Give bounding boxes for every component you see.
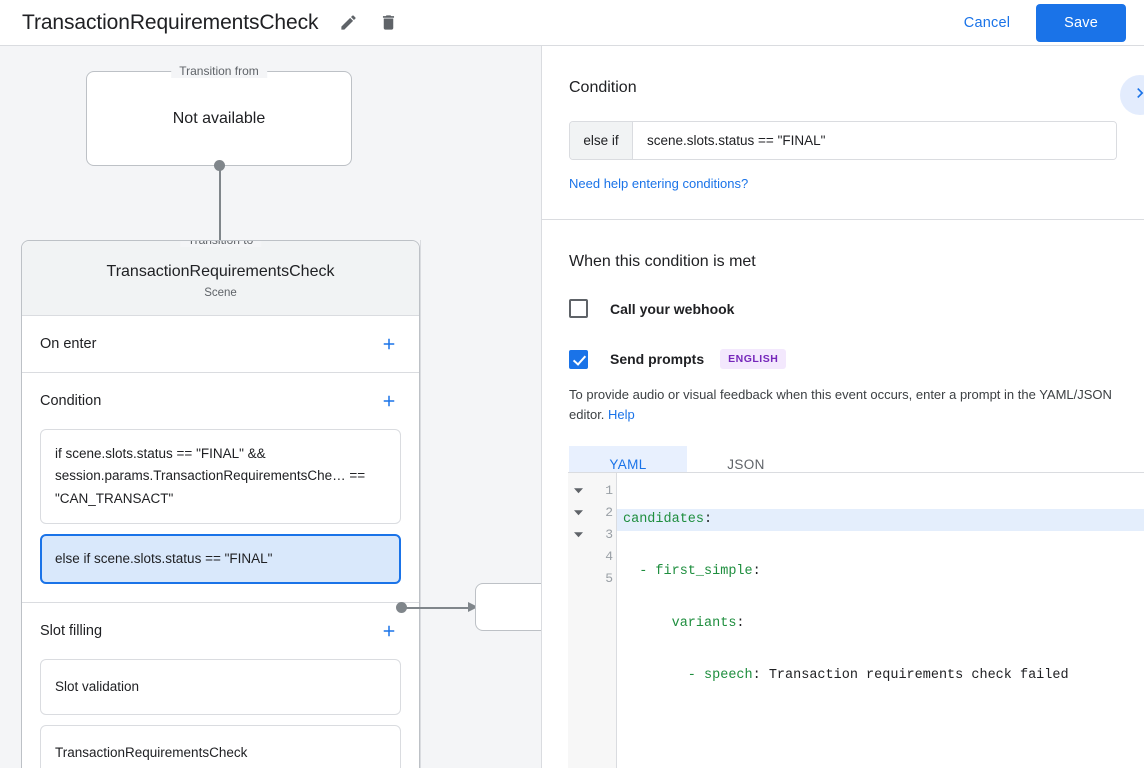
plus-icon xyxy=(380,622,398,640)
trash-icon xyxy=(379,13,398,32)
line-number: 3 xyxy=(605,526,613,542)
send-prompts-label: Send prompts xyxy=(610,351,705,367)
transition-to-card[interactable]: Transition to TransactionRequirementsChe… xyxy=(21,240,420,768)
line-number: 2 xyxy=(605,504,613,520)
line-number: 4 xyxy=(605,548,613,564)
edit-name-button[interactable] xyxy=(334,9,362,37)
page-title: TransactionRequirementsCheck xyxy=(22,10,319,34)
send-prompts-checkbox-row[interactable]: Send prompts ENGLISH xyxy=(569,349,1117,369)
condition-prefix-label: else if xyxy=(570,122,633,159)
add-slot-filling-button[interactable] xyxy=(377,619,401,643)
connector-dot-top xyxy=(214,160,225,171)
save-button[interactable]: Save xyxy=(1036,3,1126,42)
section-title-on-enter: On enter xyxy=(40,336,97,352)
transition-from-card[interactable]: Transition from Not available xyxy=(86,64,352,166)
tab-json[interactable]: JSON xyxy=(727,456,765,472)
condition-expression-input[interactable] xyxy=(633,122,1116,159)
line-number: 1 xyxy=(605,482,613,498)
send-prompts-checkbox[interactable] xyxy=(569,349,588,369)
section-condition: Condition if scene.slots.status == "FINA… xyxy=(22,373,419,604)
fold-arrow-icon[interactable] xyxy=(568,486,588,495)
cancel-button[interactable]: Cancel xyxy=(950,7,1024,39)
add-condition-button[interactable] xyxy=(377,389,401,413)
chevron-right-icon xyxy=(1130,83,1144,108)
pencil-icon xyxy=(339,13,358,32)
condition-list: if scene.slots.status == "FINAL" && sess… xyxy=(40,429,401,602)
scene-type: Scene xyxy=(204,287,237,299)
panel-condition-heading: Condition xyxy=(569,79,637,96)
code-line[interactable]: - first_simple: xyxy=(617,561,1144,583)
editor-gutter: 1 2 3 4 5 xyxy=(568,473,617,768)
condition-input-row[interactable]: else if xyxy=(569,121,1117,160)
list-item[interactable]: TransactionRequirementsCheck xyxy=(40,725,401,768)
code-rest: : xyxy=(704,512,713,527)
webhook-checkbox-row[interactable]: Call your webhook xyxy=(569,299,1117,318)
code-line[interactable]: variants: xyxy=(617,613,1144,635)
transition-from-value: Not available xyxy=(172,109,266,127)
description-text: To provide audio or visual feedback when… xyxy=(569,387,1112,422)
transition-graph-canvas[interactable]: Transition from Not available Transition… xyxy=(0,46,541,768)
delete-button[interactable] xyxy=(374,9,402,37)
code-key: first_simple xyxy=(655,564,753,579)
transition-to-legend: Transition to xyxy=(179,241,262,247)
code-line[interactable]: candidates: xyxy=(617,509,1144,531)
gutter-line: 1 xyxy=(568,479,616,501)
line-number: 5 xyxy=(605,570,613,586)
fold-arrow-icon[interactable] xyxy=(568,508,588,517)
connector-dot-out xyxy=(396,602,407,613)
code-rest: : xyxy=(736,616,745,631)
section-header-on-enter: On enter xyxy=(40,316,401,372)
webhook-checkbox[interactable] xyxy=(569,299,588,318)
code-key: speech xyxy=(704,668,753,683)
section-title-condition: Condition xyxy=(40,393,102,409)
gutter-line: 4 xyxy=(568,545,616,567)
list-item[interactable]: Slot validation xyxy=(40,659,401,716)
code-indent xyxy=(623,616,672,631)
connector-line-vertical xyxy=(219,166,221,244)
panel-when-met-section: When this condition is met Call your web… xyxy=(542,220,1144,482)
slot-filling-list: Slot validation TransactionRequirementsC… xyxy=(40,659,401,768)
code-line[interactable] xyxy=(617,717,1144,739)
section-header-condition: Condition xyxy=(40,373,401,429)
yaml-editor[interactable]: 1 2 3 4 5 candidates: - first_simple: va… xyxy=(568,472,1144,768)
code-indent: - xyxy=(623,668,705,683)
code-rest: : xyxy=(752,564,761,579)
plus-icon xyxy=(380,335,398,353)
fold-arrow-icon[interactable] xyxy=(568,530,588,539)
add-on-enter-button[interactable] xyxy=(377,332,401,356)
next-node-card[interactable] xyxy=(475,583,541,631)
connector-line-horizontal xyxy=(406,607,470,609)
webhook-label: Call your webhook xyxy=(610,300,735,317)
list-item-selected[interactable]: else if scene.slots.status == "FINAL" xyxy=(40,533,401,585)
panel-condition-section: Condition else if Need help entering con… xyxy=(542,46,1144,220)
section-title-slot-filling: Slot filling xyxy=(40,623,103,640)
section-slot-filling: Slot filling Slot validation Transaction… xyxy=(22,603,419,768)
plus-icon xyxy=(380,392,398,410)
condition-help-link[interactable]: Need help entering conditions? xyxy=(569,176,749,191)
section-on-enter: On enter xyxy=(22,316,419,373)
code-indent: - xyxy=(623,564,656,579)
when-met-heading: When this condition is met xyxy=(569,253,756,270)
connector-arrow-right xyxy=(468,602,478,612)
graph-vertical-guide xyxy=(420,240,421,768)
code-key: variants xyxy=(671,616,737,631)
section-header-slot-filling: Slot filling xyxy=(40,603,401,659)
scene-name: TransactionRequirementsCheck xyxy=(106,263,335,280)
gutter-line: 5 xyxy=(568,567,616,589)
send-prompts-description: To provide audio or visual feedback when… xyxy=(569,385,1117,424)
code-key: candidates xyxy=(623,512,705,527)
gutter-line: 3 xyxy=(568,523,616,545)
editor-code-area[interactable]: candidates: - first_simple: variants: - … xyxy=(617,473,1144,768)
transition-to-header: TransactionRequirementsCheck Scene xyxy=(22,241,419,316)
code-rest: : Transaction requirements check failed xyxy=(752,668,1069,683)
gutter-line: 2 xyxy=(568,501,616,523)
code-line[interactable]: - speech: Transaction requirements check… xyxy=(617,665,1144,687)
list-item[interactable]: if scene.slots.status == "FINAL" && sess… xyxy=(40,429,401,524)
top-app-bar: TransactionRequirementsCheck Cancel Save xyxy=(0,0,1144,46)
language-badge: ENGLISH xyxy=(720,349,787,369)
help-link[interactable]: Help xyxy=(608,406,635,422)
transition-from-legend: Transition from xyxy=(171,64,267,78)
